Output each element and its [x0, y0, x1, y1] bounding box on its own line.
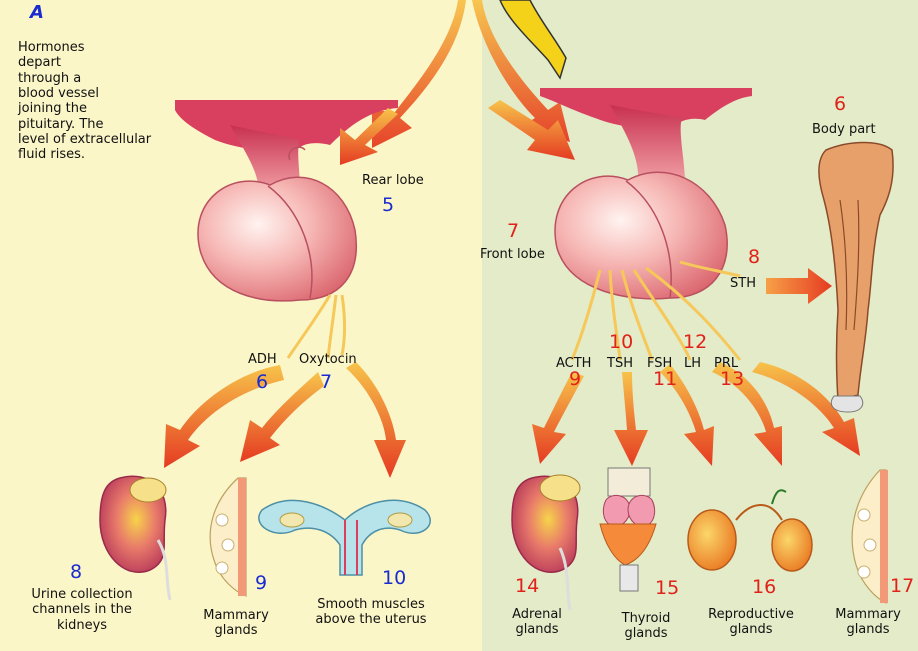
- hormone-number-adh: 6: [256, 373, 268, 392]
- body-part-label: Body part: [812, 122, 876, 137]
- label-line: glands: [512, 622, 562, 637]
- intro-line: blood vessel: [18, 86, 151, 101]
- label-line: Urine collection: [31, 587, 132, 602]
- label-line: glands: [708, 622, 794, 637]
- label-line: Mammary: [203, 608, 269, 623]
- label-line: kidneys: [31, 618, 132, 633]
- hormone-label-lh: LH: [684, 356, 701, 371]
- label-line: Mammary: [835, 607, 901, 622]
- hormone-label-oxytocin: Oxytocin: [299, 352, 357, 367]
- target-number-adrenal: 14: [515, 577, 539, 596]
- target-number-thyroid: 15: [655, 579, 679, 598]
- intro-text-block: Hormones depart through a blood vessel j…: [18, 40, 151, 163]
- sth-number: 8: [748, 248, 760, 267]
- label-line: glands: [835, 622, 901, 637]
- label-line: above the uterus: [315, 612, 426, 627]
- label-line: glands: [622, 626, 671, 641]
- uterus-illustration: [259, 500, 430, 575]
- arm-muscle-illustration: [819, 143, 893, 413]
- rear-lobe-label: Rear lobe: [362, 173, 424, 188]
- intro-line: through a: [18, 71, 151, 86]
- target-number-mammary: 9: [255, 574, 267, 593]
- intro-line: Hormones: [18, 40, 151, 55]
- kidney-illustration: [100, 476, 170, 600]
- front-pituitary-gland: [540, 88, 752, 299]
- body-part-number: 6: [834, 95, 846, 114]
- hormone-number-fsh: 11: [653, 370, 677, 389]
- target-label-adrenal: Adrenal glands: [512, 607, 562, 638]
- panel-letter: A: [30, 2, 44, 23]
- rear-pituitary-gland: [175, 100, 398, 301]
- target-label-mammary: Mammary glands: [203, 608, 269, 639]
- hormone-number-acth: 9: [569, 370, 581, 389]
- target-label-reproductive: Reproductive glands: [708, 607, 794, 638]
- target-label-thyroid: Thyroid glands: [622, 611, 671, 642]
- front-lobe-number: 7: [507, 222, 519, 241]
- label-line: channels in the: [31, 602, 132, 617]
- label-line: Reproductive: [708, 607, 794, 622]
- label-line: glands: [203, 623, 269, 638]
- intro-line: joining the: [18, 101, 151, 116]
- target-label-mammary-right: Mammary glands: [835, 607, 901, 638]
- target-label-uterus: Smooth muscles above the uterus: [315, 597, 426, 628]
- mammary-gland-illustration-right: [852, 470, 888, 603]
- label-line: Thyroid: [622, 611, 671, 626]
- sth-label: STH: [730, 276, 756, 291]
- target-number-kidneys: 8: [70, 563, 82, 582]
- front-lobe-label: Front lobe: [480, 247, 545, 262]
- intro-line: fluid rises.: [18, 147, 151, 162]
- hormone-label-tsh: TSH: [607, 356, 633, 371]
- hormone-number-oxytocin: 7: [320, 373, 332, 392]
- target-number-reproductive: 16: [752, 578, 776, 597]
- target-number-uterus: 10: [382, 569, 406, 588]
- mammary-gland-illustration: [210, 478, 246, 596]
- target-number-mammary-right: 17: [890, 577, 914, 596]
- thyroid-gland-illustration: [600, 468, 656, 591]
- hormone-label-adh: ADH: [248, 352, 277, 367]
- intro-line: depart: [18, 55, 151, 70]
- label-line: Smooth muscles: [315, 597, 426, 612]
- hormone-number-prl: 13: [720, 370, 744, 389]
- hormone-number-tsh: 10: [609, 333, 633, 352]
- intro-line: level of extracellular: [18, 132, 151, 147]
- hormone-number-lh: 12: [683, 333, 707, 352]
- intro-line: pituitary. The: [18, 117, 151, 132]
- rear-hormone-fibers: [288, 295, 345, 358]
- target-label-kidneys: Urine collection channels in the kidneys: [31, 587, 132, 633]
- label-line: Adrenal: [512, 607, 562, 622]
- rear-lobe-number: 5: [382, 196, 394, 215]
- reproductive-gland-illustration: [688, 490, 812, 571]
